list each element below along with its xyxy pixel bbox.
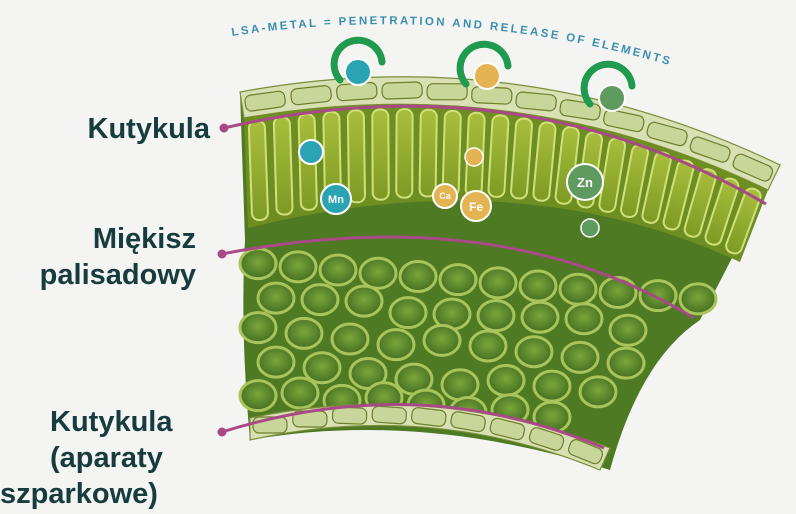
spongy-cell [424, 325, 460, 355]
palisade-cell [372, 109, 388, 199]
spongy-cell [600, 277, 636, 307]
label-palisade-line2: palisadowy [0, 257, 196, 293]
spongy-cell [360, 258, 396, 288]
palisade-pointer [218, 250, 227, 259]
label-cuticle-bottom-line3: szparkowe) [0, 476, 216, 512]
ca-label: Ca [439, 191, 451, 201]
palisade-cell [419, 110, 436, 197]
spongy-cell [580, 377, 616, 407]
epidermis-cell [515, 92, 556, 112]
cuticle-bottom-pointer [218, 428, 227, 437]
chelate-green [584, 64, 632, 111]
palisade-cell [348, 110, 365, 202]
spongy-cell [346, 286, 382, 316]
spongy-cell [522, 302, 558, 332]
mn-label: Mn [328, 194, 344, 206]
lower-epidermis-cell [372, 406, 407, 424]
teal-particle [299, 140, 323, 164]
spongy-cell [302, 285, 338, 315]
spongy-cell [282, 378, 318, 408]
lower-epidermis-cell [332, 407, 367, 424]
spongy-cell [378, 330, 414, 360]
ca-particle: Ca [433, 184, 457, 208]
spongy-cell [286, 318, 322, 348]
label-cuticle-bottom: Kutykula (aparaty szparkowe) [0, 404, 216, 512]
spongy-cell [240, 381, 276, 411]
spongy-cell [304, 353, 340, 383]
spongy-cell [534, 371, 570, 401]
spongy-cell [608, 348, 644, 378]
cuticle-top-pointer [220, 124, 229, 133]
zn-particle: Zn [567, 164, 603, 200]
label-palisade-line1: Miękisz [0, 221, 196, 257]
spongy-cell [488, 365, 524, 395]
spongy-cell [566, 304, 602, 334]
spongy-cell [400, 261, 436, 291]
spongy-cell [240, 313, 276, 343]
spongy-cell [390, 298, 426, 328]
label-cuticle-bottom-line1: Kutykula [50, 404, 216, 440]
spongy-cell [562, 342, 598, 372]
label-palisade: Miękisz palisadowy [0, 221, 196, 293]
palisade-cell [249, 121, 268, 221]
gold-particle [465, 148, 483, 166]
spongy-cell [240, 249, 276, 279]
spongy-cell [520, 271, 556, 301]
green-particle [581, 219, 599, 237]
epidermis-cell [382, 82, 423, 99]
label-cuticle-bottom-line2: (aparaty [50, 440, 216, 476]
label-cuticle-top: Kutykula [60, 111, 210, 147]
spongy-cell [258, 347, 294, 377]
mn-particle: Mn [321, 184, 351, 214]
spongy-cell [440, 265, 476, 295]
label-cuticle-top-text: Kutykula [88, 113, 210, 145]
spongy-cell [680, 284, 716, 314]
diagram-title: LSA-METAL = PENETRATION AND RELEASE OF E… [231, 15, 674, 68]
spongy-cell [280, 252, 316, 282]
spongy-cell [480, 268, 516, 298]
lower-epidermis-cell [411, 407, 447, 427]
fe-label: Fe [469, 200, 483, 214]
spongy-cell [258, 283, 294, 313]
epidermis-cell [290, 85, 331, 105]
spongy-cell [320, 255, 356, 285]
spongy-cell [478, 301, 514, 331]
palisade-cell [274, 117, 293, 215]
palisade-cell [488, 115, 509, 197]
spongy-cell [442, 370, 478, 400]
spongy-cell [560, 274, 596, 304]
spongy-cell [332, 324, 368, 354]
fe-particle: Fe [461, 191, 491, 221]
spongy-cell [516, 337, 552, 367]
spongy-cell [610, 315, 646, 345]
palisade-cell [396, 109, 412, 197]
zn-label: Zn [577, 175, 593, 190]
spongy-cell [470, 331, 506, 361]
epidermis-cell [427, 84, 467, 100]
